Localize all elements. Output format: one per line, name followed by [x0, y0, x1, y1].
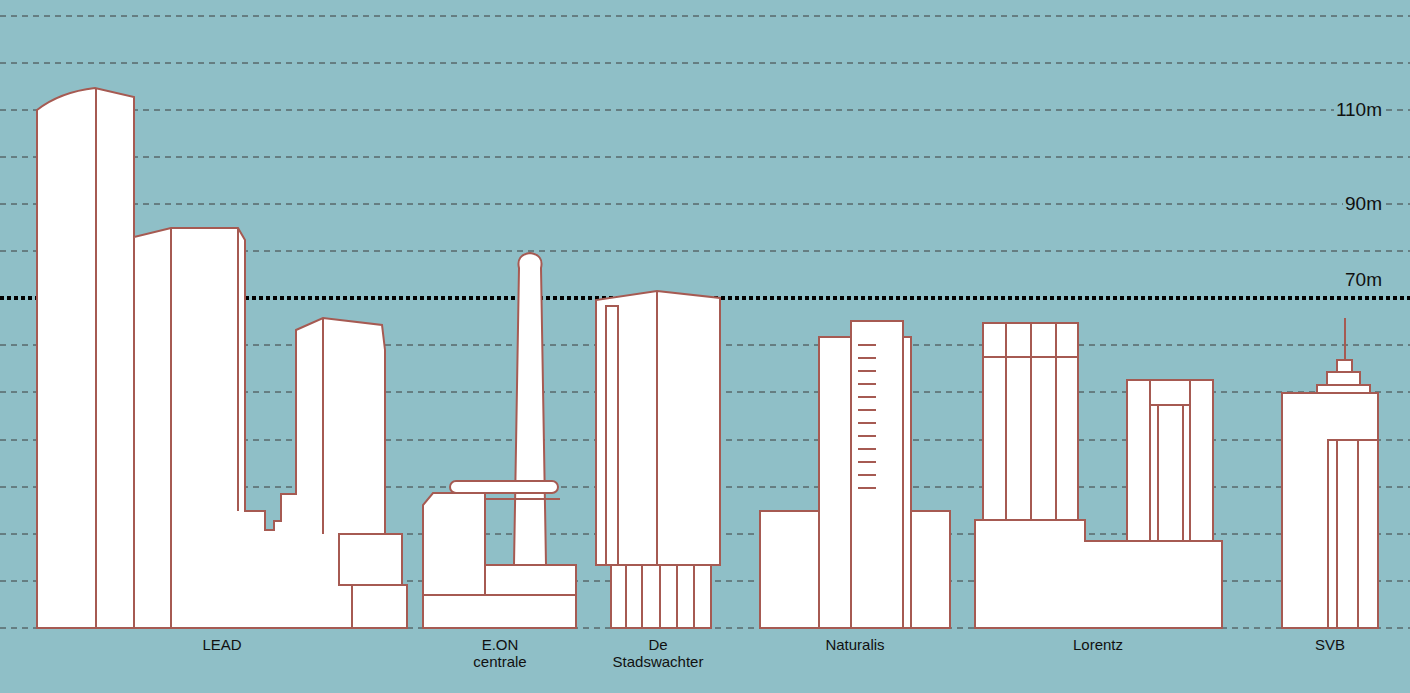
building-name: LEAD	[162, 636, 282, 653]
svb-building	[1282, 318, 1378, 628]
lorentz-building	[975, 323, 1222, 628]
height-marker: 70m	[1343, 269, 1384, 291]
height-marker: 90m	[1343, 193, 1384, 215]
height-marker: 110m	[1334, 99, 1384, 121]
naturalis-building	[760, 321, 950, 628]
eon-power-plant	[423, 253, 576, 628]
stadswachter-building	[596, 291, 720, 628]
building-name: De Stadswachter	[606, 636, 710, 670]
building-name: E.ON centrale	[460, 636, 540, 670]
building-name: Naturalis	[795, 636, 915, 653]
lead-building	[37, 88, 407, 628]
height-gridlines	[0, 16, 1410, 628]
building-name: SVB	[1280, 636, 1380, 653]
building-name: Lorentz	[1038, 636, 1158, 653]
